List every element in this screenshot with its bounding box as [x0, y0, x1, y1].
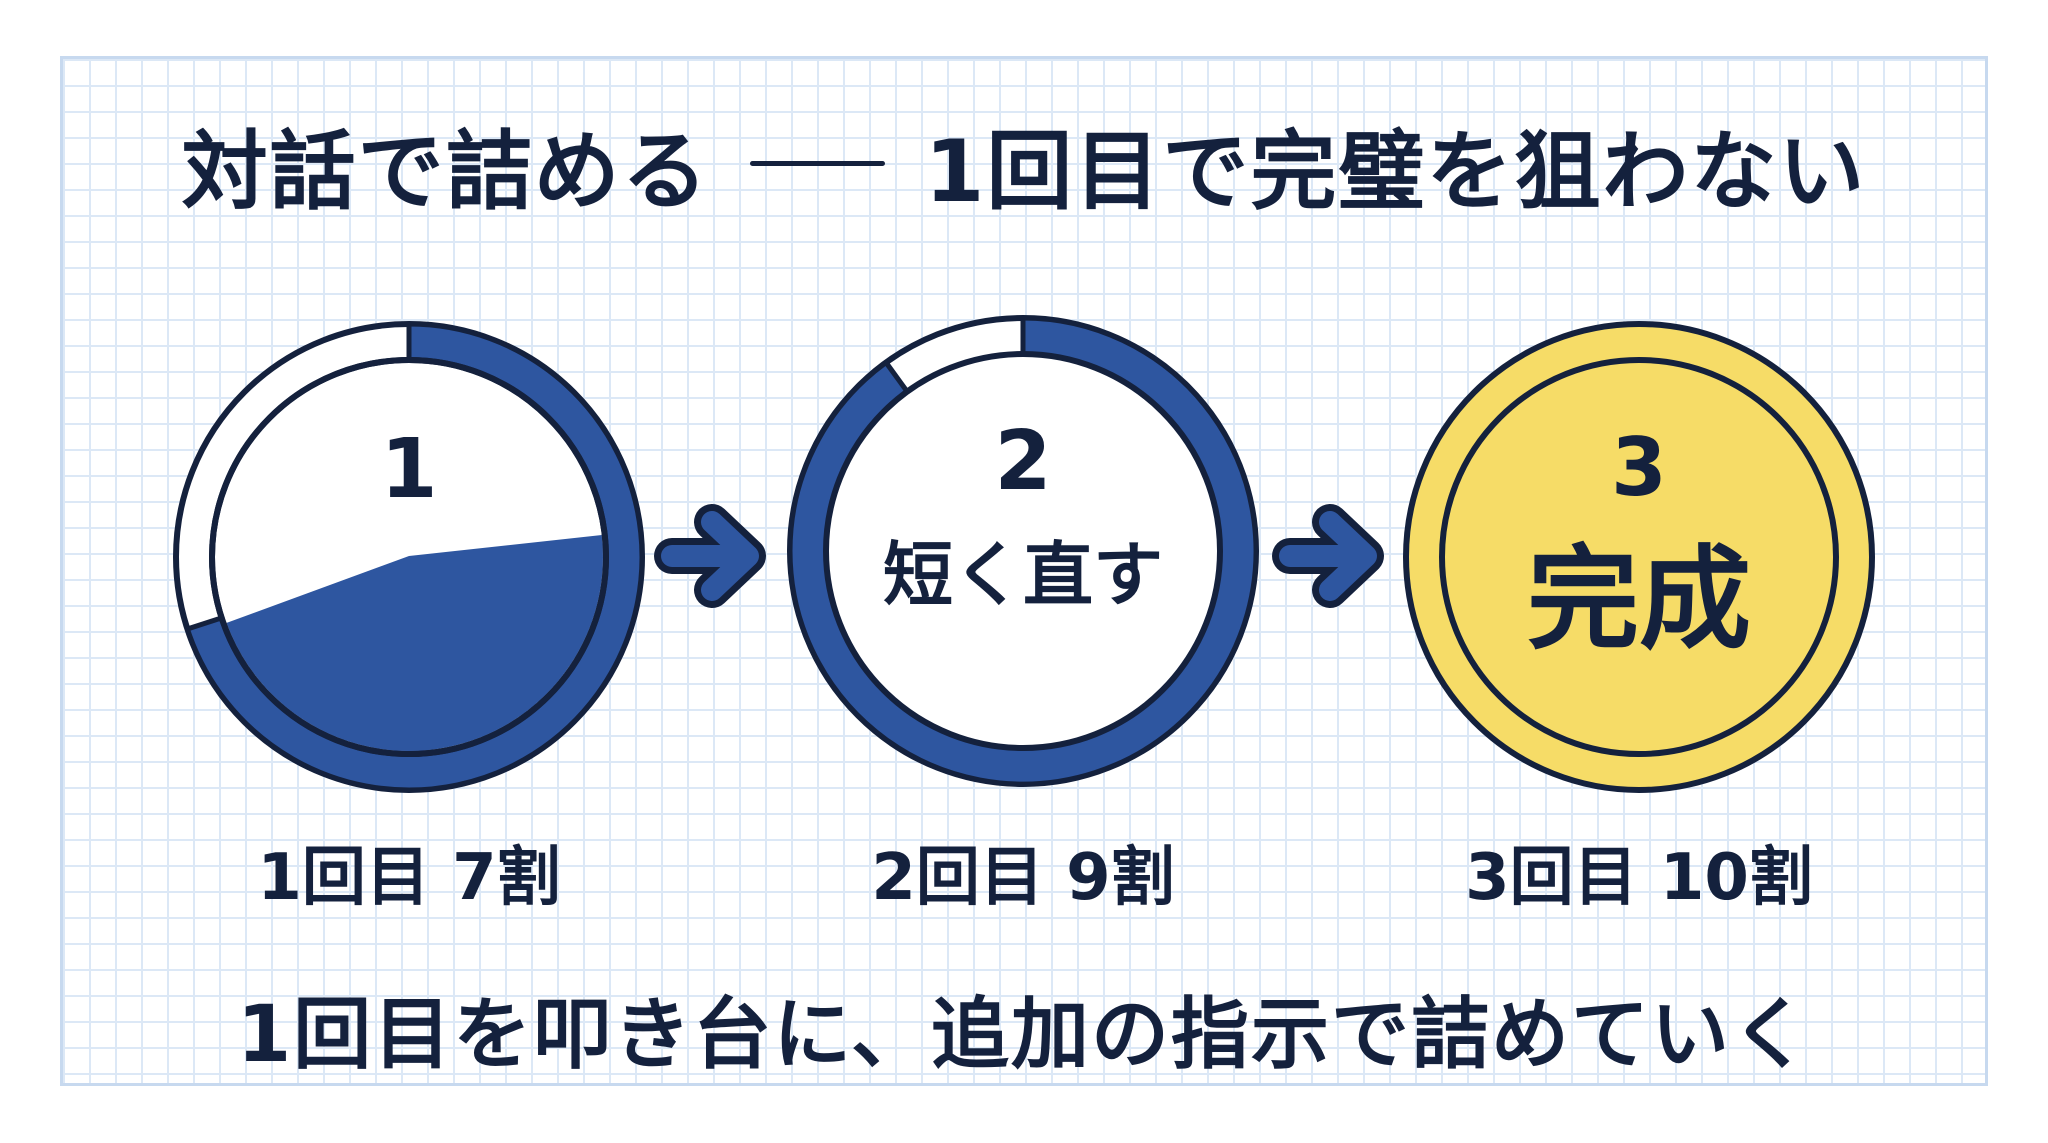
- step-3-number: 3: [1611, 421, 1667, 514]
- step-1-label: 1回目 7割: [257, 841, 561, 915]
- step-2-circle: [787, 315, 1259, 787]
- page-title: 対話で詰める 1回目で完璧を狙わない: [0, 108, 2048, 222]
- arrow-right-icon: [654, 504, 766, 608]
- title-left: 対話で詰める: [181, 121, 710, 222]
- step-3-circle: [1403, 321, 1875, 793]
- arrow-right-icon: [1272, 504, 1384, 608]
- step-2-number: 2: [994, 414, 1052, 509]
- step-1-number: 1: [380, 422, 438, 517]
- step-2-center-text: 短く直す: [883, 534, 1163, 616]
- footer-caption: 1回目を叩き台に、追加の指示で詰めていく: [237, 990, 1811, 1080]
- step-2-label: 2回目 9割: [871, 841, 1175, 915]
- step-3-center-text: 完成: [1527, 535, 1751, 665]
- step-1-circle: [173, 321, 645, 793]
- title-right: 1回目で完璧を狙わない: [924, 121, 1867, 222]
- step-3-label: 3回目 10割: [1465, 841, 1813, 915]
- title-dash: [749, 160, 885, 166]
